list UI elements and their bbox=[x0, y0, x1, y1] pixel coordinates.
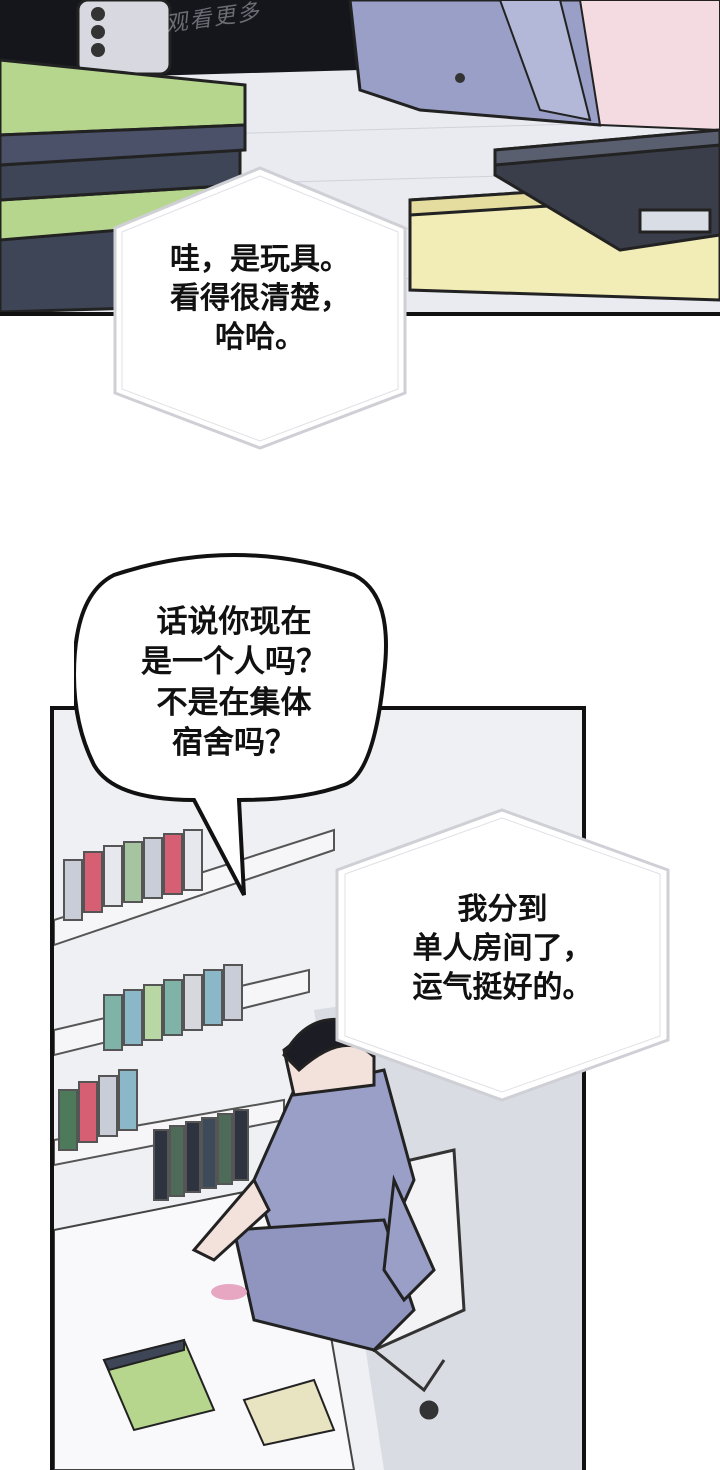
bubble-middle-line-2: 是一个人吗？ bbox=[141, 644, 327, 681]
person-torso bbox=[348, 0, 720, 132]
person-sitting bbox=[191, 1017, 436, 1352]
bubble-right-line-2: 单人房间了， bbox=[412, 931, 593, 966]
bubble-right-line-1: 我分到 bbox=[457, 892, 548, 927]
bubble-top-line-2: 看得很清楚， bbox=[170, 281, 350, 316]
desk-scene-art bbox=[0, 0, 720, 312]
speech-bubble-round bbox=[74, 553, 388, 896]
phone-icon bbox=[76, 0, 172, 76]
comic-panel-top: 观看更多 bbox=[0, 0, 720, 316]
speech-bubble-hex-right bbox=[335, 808, 670, 1102]
bubble-middle-line-1: 话说你现在 bbox=[156, 604, 312, 640]
speech-bubble-hex-top bbox=[113, 166, 407, 450]
bubble-text-top: 哇，是玩具。 看得很清楚， 哈哈。 bbox=[140, 240, 380, 357]
bubble-right-line-3: 运气挺好的。 bbox=[412, 970, 593, 1005]
bubble-middle-line-3: 不是在集体 bbox=[156, 684, 312, 721]
folders-on-desk bbox=[102, 1338, 336, 1447]
bubble-top-line-1: 哇，是玩具。 bbox=[170, 242, 350, 277]
bubble-text-right: 我分到 单人房间了， 运气挺好的。 bbox=[360, 890, 645, 1007]
folder-stack-right bbox=[408, 128, 720, 302]
bookshelf bbox=[54, 828, 335, 1201]
bubble-top-line-3: 哈哈。 bbox=[215, 320, 305, 355]
pink-object bbox=[211, 1284, 247, 1300]
bubble-text-middle: 话说你现在 是一个人吗？ 不是在集体 宿舍吗？ bbox=[104, 602, 364, 763]
bubble-middle-line-4: 宿舍吗？ bbox=[172, 724, 296, 761]
